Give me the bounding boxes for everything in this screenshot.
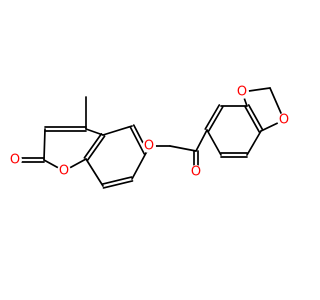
atom-backdrop: [277, 113, 291, 127]
bond-single: [43, 128, 46, 161]
atom-carbonyl-oxygen-ketone: O: [189, 165, 203, 180]
bond-single: [131, 152, 147, 180]
atom-label-layer: O O O O O O: [8, 85, 291, 180]
atom-backdrop: [8, 153, 22, 167]
atom-label-text: O: [191, 165, 201, 180]
bond-double: [102, 180, 134, 189]
bond-double: [207, 106, 224, 132]
atom-dioxole-oxygen-bottom: O: [277, 113, 291, 128]
molecule-structure-diagram: O O O O O O: [8, 85, 291, 189]
bond-single: [85, 128, 104, 136]
atom-ring-oxygen-lactone: O: [57, 164, 71, 179]
bond-double: [247, 104, 264, 131]
atom-carbonyl-oxygen-lactone: O: [8, 153, 22, 168]
atom-label-text: O: [237, 85, 247, 100]
atom-backdrop: [142, 139, 156, 153]
bond-single: [206, 129, 222, 156]
atom-backdrop: [57, 164, 71, 178]
bond-double: [204, 104, 221, 130]
atom-backdrop: [189, 165, 203, 179]
bond-single: [85, 158, 104, 187]
atom-label-text: O: [279, 113, 289, 128]
atom-backdrop: [235, 85, 249, 99]
atom-ether-oxygen: O: [142, 139, 156, 154]
atom-label-text: O: [10, 153, 20, 168]
bond-double: [129, 126, 146, 155]
atom-label-text: O: [144, 139, 154, 154]
bond-single: [195, 129, 208, 152]
bond-single: [102, 125, 133, 136]
atom-dioxole-oxygen-top: O: [235, 85, 249, 100]
bond-single: [246, 130, 262, 156]
bond-double: [244, 106, 261, 133]
bond-double: [86, 135, 106, 162]
bond-double: [101, 176, 133, 185]
bond-single: [169, 145, 197, 152]
atom-label-text: O: [59, 164, 69, 179]
bond-double: [83, 132, 103, 159]
